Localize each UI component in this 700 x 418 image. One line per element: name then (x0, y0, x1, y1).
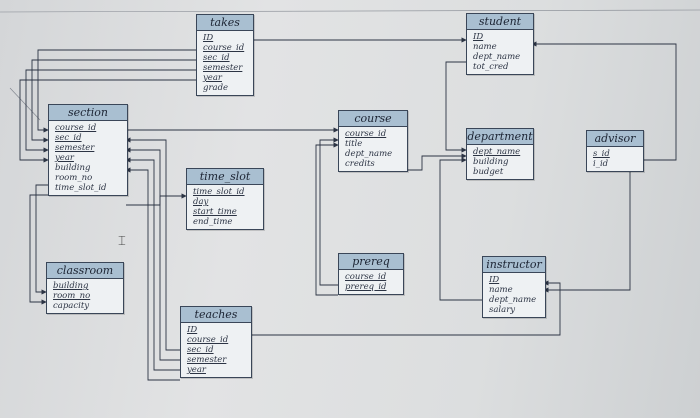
attribute-field: name (489, 285, 513, 295)
attribute-field: dept_name (345, 149, 393, 159)
fk-prereq-course-2 (315, 142, 339, 296)
attribute-key: room_no (53, 291, 91, 301)
text-cursor-icon: ⌶ (118, 234, 126, 249)
attribute-key: ID (203, 33, 214, 43)
attribute-field: dept_name (473, 52, 521, 62)
attribute-field: end_time (193, 217, 233, 227)
attribute-key: semester (187, 355, 227, 365)
attribute-key: course_id (187, 335, 229, 345)
fk-teaches-section-1 (125, 137, 180, 351)
attribute-field: credits (345, 159, 375, 169)
attribute-field: dept_name (489, 295, 537, 305)
attribute-key: year (187, 365, 206, 375)
attribute-field: budget (473, 167, 504, 177)
table-title: teaches (181, 307, 251, 323)
fk-teaches-section-4 (125, 167, 180, 381)
attribute-field: building (473, 157, 509, 167)
attribute-key: dept_name (473, 147, 521, 157)
attribute-key: semester (55, 143, 95, 153)
table-title: department (467, 129, 533, 145)
attribute-key: s_id (593, 149, 610, 159)
fk-student-department (445, 61, 467, 153)
fk-advisor-student (531, 41, 677, 161)
fk-takes-section-1 (37, 49, 196, 133)
fk-section-classroom-1 (35, 184, 48, 295)
attribute-field: name (473, 42, 497, 52)
attribute-field: time_slot_id (55, 183, 107, 193)
attribute-key: course_id (203, 43, 245, 53)
fk-takes-section-4 (19, 79, 196, 163)
fk-takes-section-2 (31, 59, 196, 143)
attribute-key: building (53, 281, 89, 291)
attribute-key: semester (203, 63, 243, 73)
fk-section-timeslot (126, 193, 187, 206)
attribute-key: year (203, 73, 222, 83)
attribute-field: title (345, 139, 363, 149)
table-title: section (49, 105, 127, 121)
attribute-field: salary (489, 305, 516, 315)
attribute-key: start_time (193, 207, 237, 217)
attribute-field: building (55, 163, 91, 173)
attribute-field: capacity (53, 301, 90, 311)
attribute-key: day (193, 197, 209, 207)
attribute-key: sec_id (203, 53, 230, 63)
fk-advisor-instructor (543, 169, 631, 293)
attribute-field: i_id (593, 159, 609, 169)
fk-course-department (406, 153, 467, 171)
table-title: advisor (587, 131, 643, 147)
attribute-key: sec_id (187, 345, 214, 355)
attribute-key: prereq_id (345, 282, 387, 292)
table-title: course (339, 111, 407, 127)
attribute-field: room_no (55, 173, 93, 183)
fk-prereq-course-1 (319, 137, 339, 286)
fk-teaches-instructor (250, 280, 561, 336)
table-title: prereq (339, 254, 403, 270)
table-title: instructor (483, 257, 545, 273)
fk-instructor-department (439, 157, 482, 301)
table-title: classroom (47, 263, 123, 279)
table-title: takes (197, 15, 253, 31)
attribute-key: year (55, 153, 74, 163)
table-title: time_slot (187, 169, 263, 185)
attribute-field: grade (203, 83, 229, 93)
attribute-key: ID (187, 325, 198, 335)
table-title: student (467, 14, 533, 30)
fk-teaches-section-2 (125, 147, 180, 361)
attribute-field: tot_cred (473, 62, 509, 72)
attribute-key: course_id (55, 123, 97, 133)
fk-teaches-section-3 (125, 157, 180, 371)
fk-section-classroom-2 (29, 194, 48, 305)
attribute-key: course_id (345, 272, 387, 282)
attribute-key: ID (489, 275, 500, 285)
attribute-key: time_slot_id (193, 187, 245, 197)
attribute-key: ID (473, 32, 484, 42)
attribute-key: sec_id (55, 133, 82, 143)
fk-takes-section-3 (25, 69, 196, 153)
attribute-key: course_id (345, 129, 387, 139)
